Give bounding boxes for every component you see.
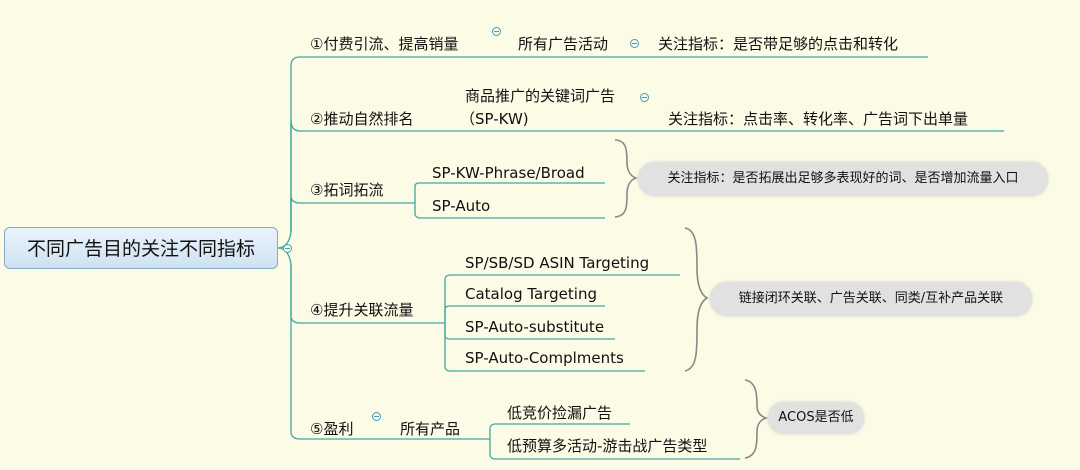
branch-5-child[interactable]: 所有产品 <box>400 420 461 438</box>
branch-3-child-2[interactable]: SP-Auto <box>432 197 491 215</box>
branch-3-summary[interactable]: 关注指标：是否拓展出足够多表现好的词、是否增加流量入口 <box>638 162 1048 196</box>
collapse-icon[interactable] <box>372 412 381 421</box>
branch-1-child[interactable]: 所有广告活动 <box>518 35 609 53</box>
branch-2-child-line1[interactable]: 商品推广的关键词广告 <box>465 87 616 105</box>
collapse-icon[interactable] <box>630 39 639 48</box>
branch-4-label[interactable]: ④提升关联流量 <box>310 301 414 319</box>
root-topic[interactable]: 不同广告目的关注不同指标 <box>4 227 278 269</box>
collapse-icon[interactable] <box>640 93 649 102</box>
branch-3-child-1[interactable]: SP-KW-Phrase/Broad <box>432 164 585 182</box>
branch-1-note[interactable]: 关注指标：是否带足够的点击和转化 <box>658 35 899 53</box>
branch-5-summary[interactable]: ACOS是否低 <box>768 402 864 434</box>
branch-4-summary[interactable]: 链接闭环关联、广告关联、同类/互补产品关联 <box>710 282 1032 316</box>
branch-4-child-3[interactable]: SP-Auto-substitute <box>465 318 605 336</box>
branch-4-child-4[interactable]: SP-Auto-Complments <box>465 349 624 367</box>
collapse-icon[interactable] <box>283 244 292 253</box>
branch-4-child-2[interactable]: Catalog Targeting <box>465 285 597 303</box>
branch-2-note[interactable]: 关注指标：点击率、转化率、广告词下出单量 <box>668 110 969 128</box>
branch-3-label[interactable]: ③拓词拓流 <box>310 181 384 199</box>
branch-5-child-1[interactable]: 低竞价捡漏广告 <box>507 404 613 422</box>
collapse-icon[interactable] <box>492 27 501 36</box>
branch-1-label[interactable]: ①付费引流、提高销量 <box>310 35 459 53</box>
branch-5-child-2[interactable]: 低预算多活动-游击战广告类型 <box>507 437 708 455</box>
branch-4-child-1[interactable]: SP/SB/SD ASIN Targeting <box>465 254 650 272</box>
branch-5-label[interactable]: ⑤盈利 <box>310 420 354 438</box>
branch-2-child-line2[interactable]: （SP-KW) <box>460 110 529 128</box>
branch-2-label[interactable]: ②推动自然排名 <box>310 110 414 128</box>
